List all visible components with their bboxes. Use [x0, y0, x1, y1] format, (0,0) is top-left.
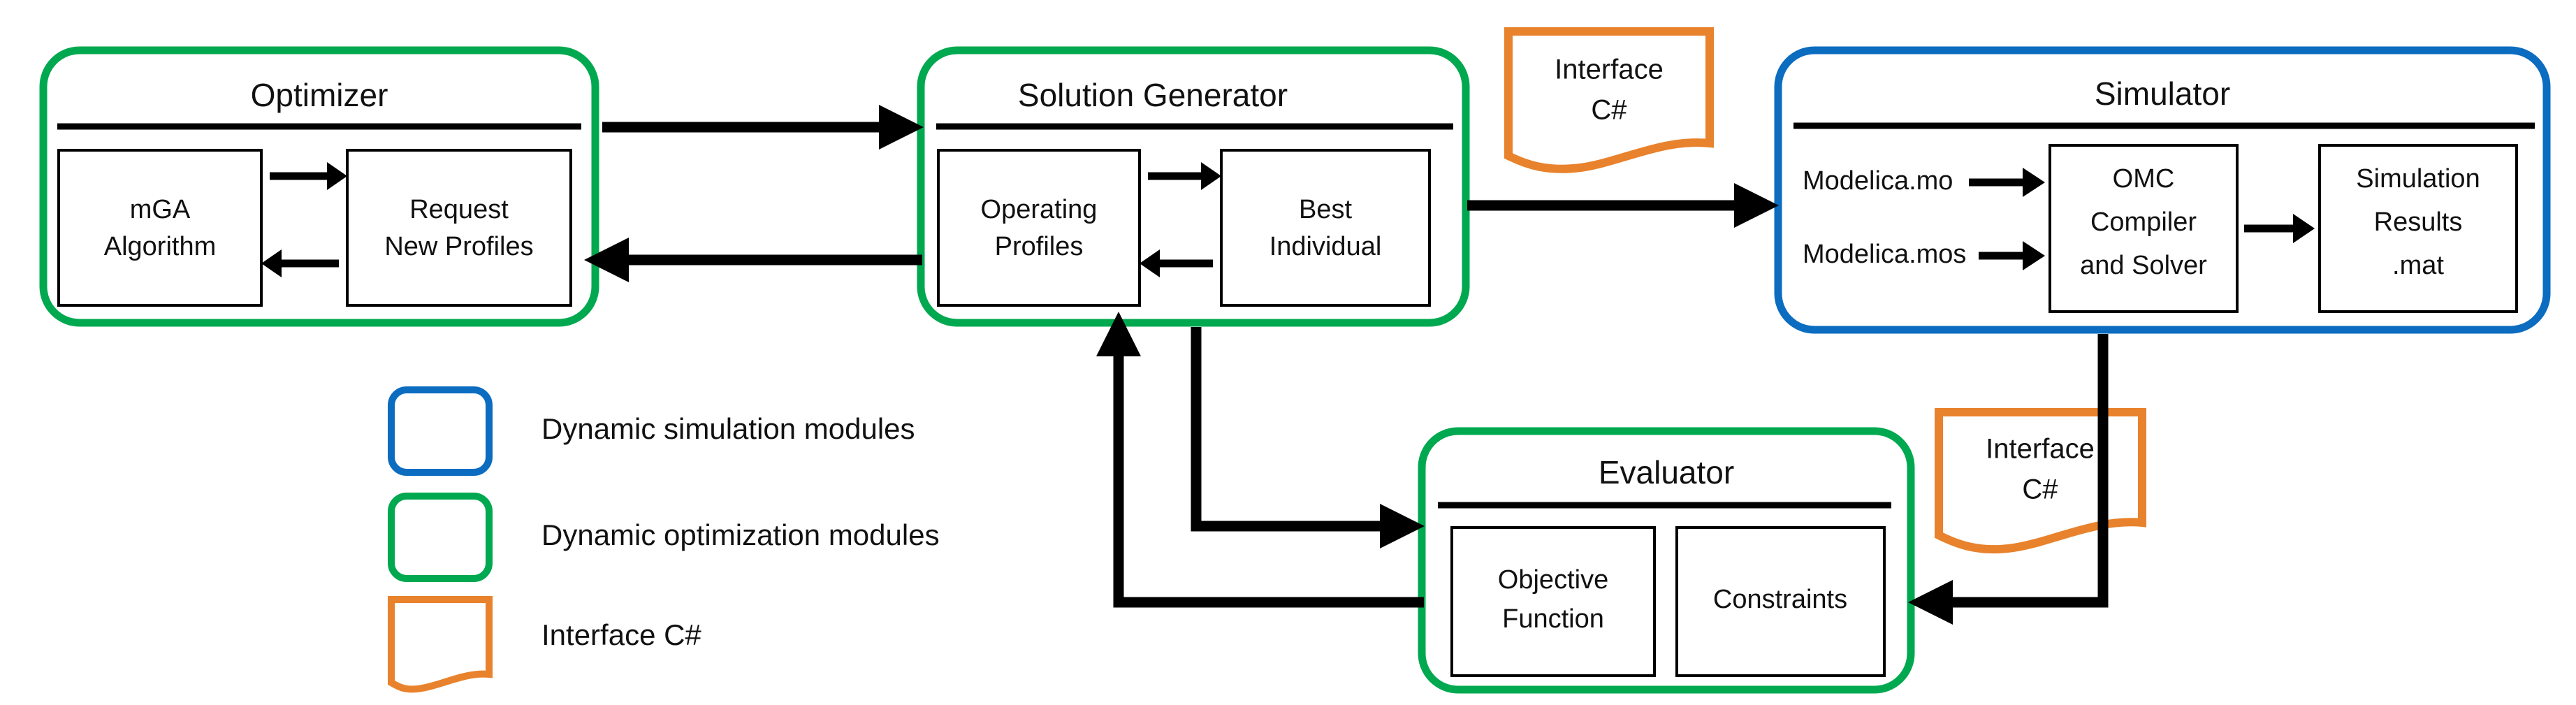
simulator-internal-arrow [2244, 214, 2315, 243]
simulator-box-results-rect [2318, 144, 2518, 313]
legend-label-simulation: Dynamic simulation modules [541, 412, 915, 445]
evaluator-title: Evaluator [1599, 454, 1734, 490]
legend-label-optimization: Dynamic optimization modules [541, 518, 940, 551]
interface-callout-bottom-line1: Interface [1986, 434, 2095, 465]
legend-item-simulation[interactable]: Dynamic simulation modules [388, 386, 915, 476]
interface-callout-top-shape [1504, 27, 1714, 173]
optimizer-box-request-line1: Request [409, 195, 509, 224]
optimizer-box-mga[interactable]: mGA Algorithm [57, 149, 263, 307]
arrow-solution-generator-to-simulator [1467, 183, 1779, 228]
evaluator-box-objective-rect [1450, 526, 1656, 677]
legend-item-optimization[interactable]: Dynamic optimization modules [388, 493, 940, 582]
solution-generator-internal-arrow-back [1140, 249, 1213, 277]
simulator-box-results-line3: .mat [2392, 251, 2444, 280]
simulator-box-omc[interactable]: OMC Compiler and Solver [2049, 144, 2239, 313]
optimizer-box-mga-line2: Algorithm [104, 232, 217, 261]
module-evaluator[interactable]: Evaluator Objective Function Constraints [1418, 427, 1915, 694]
solution-generator-box-profiles-rect [937, 149, 1141, 307]
optimizer-box-mga-line1: mGA [130, 195, 191, 224]
evaluator-box-objective[interactable]: Objective Function [1450, 526, 1656, 677]
simulator-input-modelica-mos: Modelica.mos [1803, 240, 1966, 269]
arrow-simulator-to-evaluator [1908, 334, 2109, 625]
evaluator-box-constraints[interactable]: Constraints [1675, 526, 1886, 677]
module-solution-generator[interactable]: Solution Generator Operating Profiles Be… [917, 46, 1470, 327]
simulator-title: Simulator [2095, 75, 2230, 112]
optimizer-box-mga-rect [57, 149, 263, 307]
optimizer-box-request[interactable]: Request New Profiles [346, 149, 572, 307]
interface-callout-bottom[interactable]: Interface C# [1935, 408, 2146, 554]
simulator-box-omc-line3: and Solver [2080, 251, 2207, 280]
simulator-box-omc-rect [2049, 144, 2239, 313]
simulator-box-results-line2: Results [2374, 208, 2463, 237]
optimizer-internal-arrow-forward [270, 162, 347, 190]
simulator-box-results-line1: Simulation [2356, 164, 2480, 194]
solution-generator-box-best[interactable]: Best Individual [1220, 149, 1431, 307]
interface-callout-top[interactable]: Interface C# [1504, 27, 1714, 173]
optimizer-box-request-rect [346, 149, 572, 307]
evaluator-box-objective-line1: Objective [1498, 565, 1608, 595]
interface-callout-top-line2: C# [1591, 95, 1627, 126]
optimizer-internal-arrow-back [261, 249, 339, 277]
interface-callout-top-line1: Interface [1555, 54, 1664, 85]
solution-generator-box-best-line2: Individual [1269, 232, 1382, 261]
simulator-box-omc-line2: Compiler [2090, 208, 2197, 237]
solution-generator-title: Solution Generator [1018, 77, 1288, 113]
optimizer-box-request-line2: New Profiles [384, 232, 533, 261]
arrow-evaluator-to-solution-generator [1096, 312, 1424, 608]
arrow-solution-generator-to-evaluator [1191, 327, 1425, 548]
evaluator-box-objective-line2: Function [1502, 604, 1604, 634]
legend-swatch-optimization [388, 493, 493, 582]
simulator-input-arrow-mo [1969, 168, 2045, 197]
solution-generator-box-profiles[interactable]: Operating Profiles [937, 149, 1141, 307]
legend-swatch-simulation [388, 386, 493, 476]
legend: Dynamic simulation modules Dynamic optim… [388, 386, 940, 693]
legend-label-interface: Interface C# [541, 618, 701, 651]
simulator-box-results[interactable]: Simulation Results .mat [2318, 144, 2518, 313]
evaluator-box-constraints-rect [1675, 526, 1886, 677]
module-simulator[interactable]: Simulator Modelica.mo Modelica.mos OMC C… [1774, 46, 2551, 334]
simulator-input-modelica-mo: Modelica.mo [1803, 166, 1953, 196]
legend-swatch-interface [388, 596, 493, 693]
evaluator-box-constraints-line1: Constraints [1713, 585, 1847, 614]
solution-generator-box-profiles-line1: Operating [981, 195, 1098, 224]
solution-generator-box-best-rect [1220, 149, 1431, 307]
solution-generator-internal-arrow-forward [1148, 162, 1221, 190]
solution-generator-box-best-line1: Best [1299, 195, 1352, 224]
module-optimizer[interactable]: Optimizer mGA Algorithm Request New Prof… [39, 46, 599, 327]
arrow-solution-generator-to-optimizer [584, 238, 922, 282]
interface-callout-bottom-line2: C# [2022, 474, 2058, 505]
interface-callout-bottom-shape [1935, 408, 2146, 554]
simulator-input-arrow-mos [1979, 241, 2045, 270]
arrow-optimizer-to-solution-generator [602, 105, 924, 150]
legend-item-interface[interactable]: Interface C# [388, 596, 701, 693]
simulator-box-omc-line1: OMC [2113, 164, 2175, 194]
optimizer-title: Optimizer [251, 77, 388, 113]
solution-generator-box-profiles-line2: Profiles [995, 232, 1084, 261]
